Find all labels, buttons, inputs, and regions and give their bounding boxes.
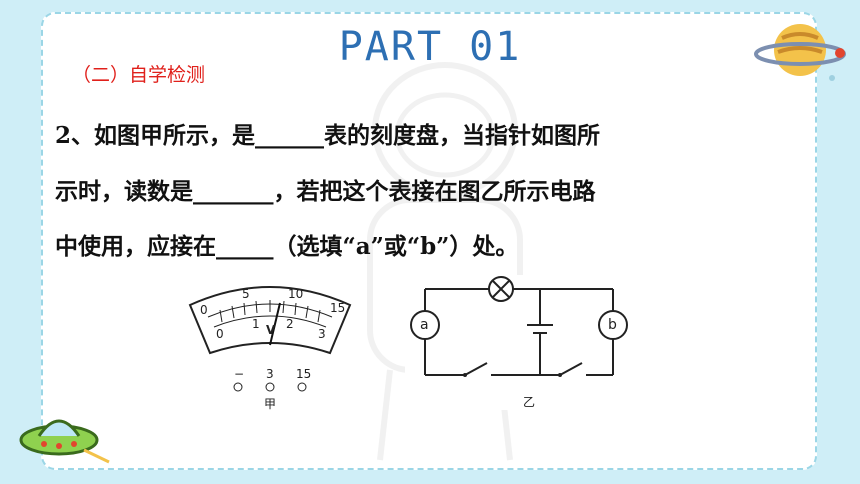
meter-b-label: b [608,317,617,333]
figure-circuit: a b 乙 [405,275,630,410]
planet-icon [754,24,846,81]
scale-bottom-3: 3 [318,327,326,341]
figure-b-caption: 乙 [523,395,536,409]
section-heading: （二）自学检测 [72,64,206,86]
question-line-3: 中使用，应接在_____（选填“a”或“b”）处。 [55,233,519,260]
circuit-drawing [410,276,628,377]
meter-a-label: a [420,317,429,333]
scale-bottom-2: 2 [286,317,294,331]
scale-top-10: 10 [288,287,304,301]
ufo-icon [19,419,110,464]
unit-label: V [266,323,276,337]
terminal-3: 3 [266,367,274,381]
terminal-15: 15 [296,367,312,381]
figure-a-caption: 甲 [264,397,277,411]
scale-bottom-1: 1 [252,317,260,331]
voltmeter-dial-drawing [188,286,352,392]
terminal-negative: − [234,367,245,381]
scale-top-5: 5 [242,287,250,301]
figure-voltmeter: 0 5 10 15 0 1 2 3 V − 3 15 甲 [180,275,360,411]
scale-top-0: 0 [200,303,208,317]
slide-title: PART 01 [338,24,522,70]
scale-top-15: 15 [330,301,346,315]
question-line-1: 2、如图甲所示，是______表的刻度盘，当指针如图所 [55,122,601,149]
scale-bottom-0: 0 [216,327,224,341]
question-line-2: 示时，读数是_______，若把这个表接在图乙所示电路 [55,178,596,205]
